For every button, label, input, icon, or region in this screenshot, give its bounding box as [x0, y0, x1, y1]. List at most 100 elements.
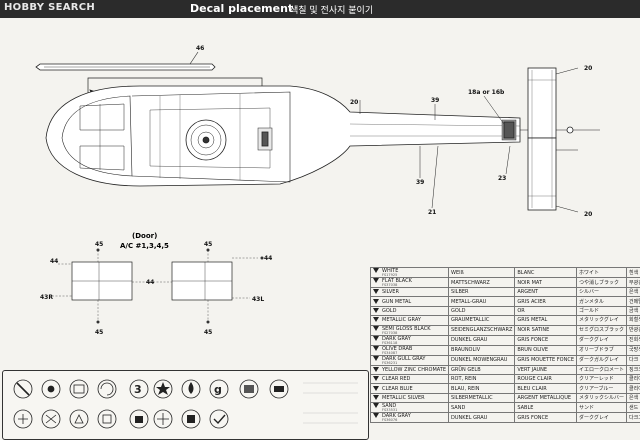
paint-name-fr: GRIS METAL [514, 315, 578, 326]
paint-name-label: SAND [382, 403, 397, 410]
door-callout-45: 45 [95, 329, 103, 336]
drill-hole-icon [41, 379, 61, 399]
paint-name-fr: BLANC [514, 267, 578, 278]
paint-name-jp: つや消しブラック [576, 277, 628, 288]
paint-name-jp: ゴールド [576, 305, 628, 317]
paint-marker-icon [373, 394, 379, 400]
paint-name-jp: メタリックシルバー [576, 392, 628, 404]
paint-name-fr: BRUN OLIVE [514, 344, 578, 356]
callout-20: 20 [350, 99, 358, 106]
paint-name-fr: GRIS FONCE [514, 334, 578, 346]
paint-fs-code: FS17925 [382, 273, 398, 277]
paint-name-fr: NOIR SATINE [514, 324, 578, 336]
paint-marker-icon [373, 317, 379, 323]
callout-46: 46 [196, 45, 204, 52]
door-callout-44: 44 [50, 258, 58, 265]
paint-fs-code: FS34087 [382, 350, 398, 355]
check-icon [209, 409, 229, 429]
paint-name-jp: メタリックグレイ [576, 315, 628, 326]
number-3-label: 3 [134, 383, 142, 396]
paint-name-label: METALLIC SILVER [382, 394, 425, 401]
paint-name-fr: VERT JAUNE [514, 364, 578, 375]
paint-name-label: GOLD [382, 307, 397, 314]
paint-marker-icon [373, 307, 379, 313]
warning-icon [269, 379, 289, 399]
callout-20: 20 [584, 65, 592, 72]
cement-icon [181, 409, 201, 429]
paint-name-kr: 회철색 [626, 315, 640, 326]
callout-20: 20 [584, 211, 592, 218]
sub-assembly-icon: 3 [129, 379, 149, 399]
door-callout-43l: 43L [252, 296, 264, 303]
paint-name-kr: 국방색 [626, 344, 640, 356]
door-callout-44: 44 [264, 255, 272, 262]
rotor-blade-part [35, 63, 216, 71]
callout-18a-16b: 18a or 16b [468, 89, 505, 96]
paint-name-jp: セミグロスブラック [576, 324, 628, 336]
paint-name-label: DARK GULL GRAY [382, 355, 426, 362]
door-callout-43r: 43R [40, 294, 53, 301]
fuselage [45, 85, 600, 187]
paint-name-jp: オリーブドラブ [576, 344, 628, 356]
paint-name-fr: ARGENT [514, 286, 578, 298]
paint-name-label: SEMI GLOSS BLACK [382, 325, 431, 332]
paint-name-jp: クリアーレッド [576, 373, 628, 385]
paint-name-kr: 진회색 [626, 334, 640, 346]
paint-marker-icon [373, 289, 379, 295]
cut-icon [41, 409, 61, 429]
paint-name-kr: 은색 [626, 286, 640, 298]
door-callout-45: 45 [95, 241, 103, 248]
door-callout-45: 45 [204, 241, 212, 248]
remove-icon [239, 379, 259, 399]
door-detail: (Door) A/C #1,3,4,5 [40, 232, 272, 336]
paint-name-label: WHITE [382, 268, 399, 275]
paint-name-de: WEIß [448, 267, 516, 278]
paint-name-de: SEIDENGLANZSCHWARZ [448, 324, 516, 336]
symbol-legend: 3 g [2, 370, 369, 440]
paint-name-fr: NOIR MAT [514, 277, 578, 288]
paint-name: YELLOW ZINC CHROMATE [369, 364, 450, 375]
paint-name-fr: BLEU CLAIR [514, 383, 578, 394]
paint-name-jp: ダークガルグレイ [576, 354, 628, 366]
paint-fs-code: FS33531 [382, 408, 398, 413]
callout-23: 23 [498, 175, 506, 182]
paint-fs-code: FS27038 [382, 330, 398, 335]
paint-name-kr: 무광검정 [626, 277, 640, 288]
paint-name-label: FLAT BLACK [382, 278, 412, 285]
paint-name-jp: ダークグレイ [576, 334, 628, 346]
star-icon [153, 379, 173, 399]
header-bar [0, 0, 640, 18]
paint-marker-icon [373, 298, 379, 304]
door-callout-44: 44 [146, 279, 154, 286]
paint-fs-code: FS37038 [382, 283, 398, 287]
paint-marker-icon [373, 376, 379, 382]
no-glue-icon [13, 379, 33, 399]
paint-name-label: METALLIC GRAY [382, 317, 421, 324]
paint-marker-icon [373, 356, 379, 361]
paint-name-kr: 흰색 [626, 267, 640, 278]
paint-name: CLEAR RED [369, 373, 450, 385]
paint-name-de: DUNKEL MOWENGRAU [448, 354, 516, 366]
paint-name-de: BRAUNOLIV [448, 344, 516, 356]
option-icon [13, 409, 33, 429]
paint-marker-icon [373, 346, 379, 351]
paint-marker-icon [373, 366, 379, 372]
paint-name-de: SILBER [448, 286, 516, 298]
paint-name-kr: 건메탈 [626, 296, 640, 307]
